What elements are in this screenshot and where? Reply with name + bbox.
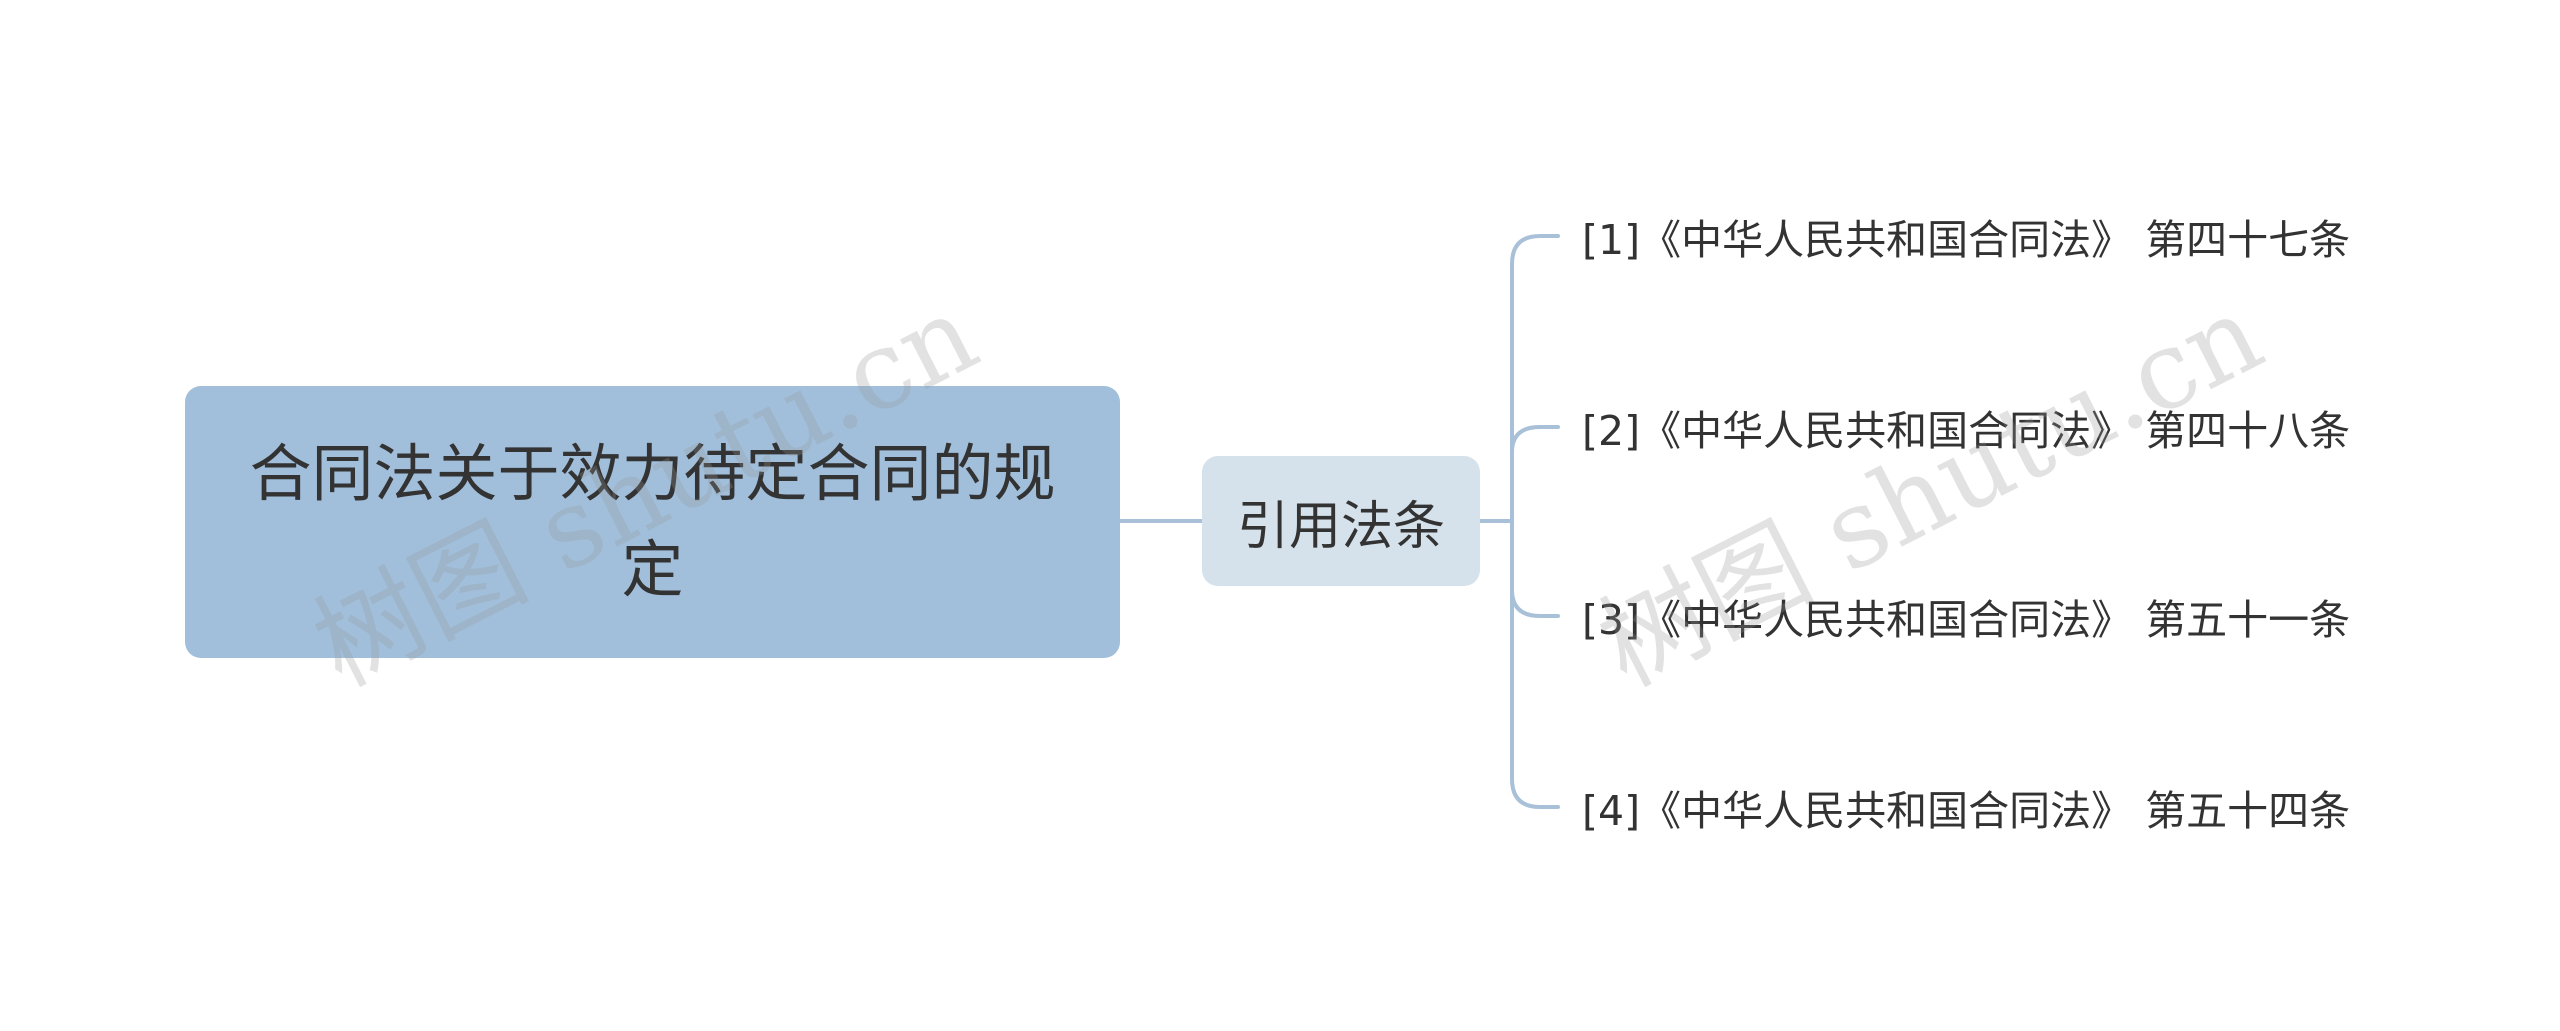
branch-topic-node[interactable]: 引用法条 xyxy=(1202,456,1480,586)
leaf-topic-label: [1]《中华人民共和国合同法》 第四十七条 xyxy=(1582,216,2351,264)
leaf-topic-label: [4]《中华人民共和国合同法》 第五十四条 xyxy=(1582,787,2351,835)
leaf-topic-label: [2]《中华人民共和国合同法》 第四十八条 xyxy=(1582,407,2351,455)
root-topic-node[interactable]: 合同法关于效力待定合同的规定 xyxy=(185,386,1120,658)
leaf-topic-1[interactable]: [1]《中华人民共和国合同法》 第四十七条 xyxy=(1582,201,2512,271)
leaf-topic-label: [3]《中华人民共和国合同法》 第五十一条 xyxy=(1582,596,2351,644)
leaf-topic-2[interactable]: [2]《中华人民共和国合同法》 第四十八条 xyxy=(1582,392,2512,462)
leaf-bracket-connector xyxy=(1510,234,1560,809)
leaf-topic-4[interactable]: [4]《中华人民共和国合同法》 第五十四条 xyxy=(1582,772,2512,842)
root-topic-label: 合同法关于效力待定合同的规定 xyxy=(249,436,1056,606)
leaf-topic-3[interactable]: [3]《中华人民共和国合同法》 第五十一条 xyxy=(1582,581,2512,651)
branch-topic-label: 引用法条 xyxy=(1236,496,1445,557)
